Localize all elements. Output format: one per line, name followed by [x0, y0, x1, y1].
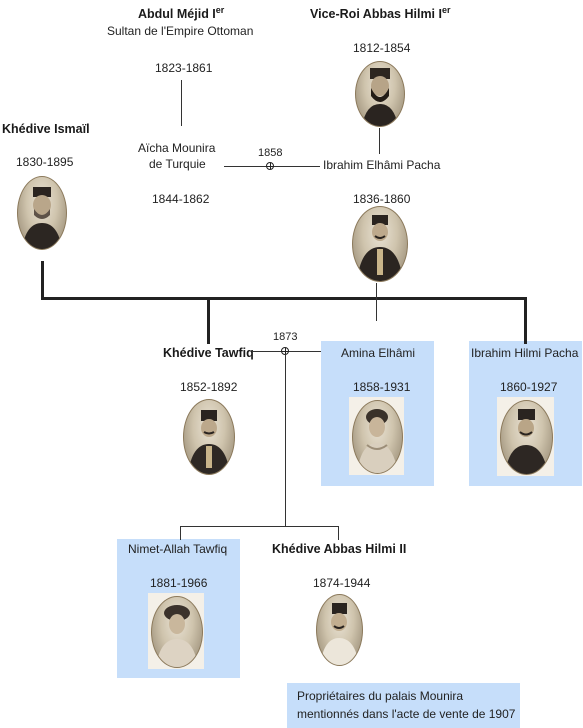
- aicha-name-line2: de Turquie: [149, 157, 206, 171]
- ismail-name: Khédive Ismaïl: [2, 122, 90, 136]
- abdul-mejid-title: Sultan de l'Empire Ottoman: [107, 24, 254, 38]
- aicha-name-line1: Aïcha Mounira: [138, 141, 216, 155]
- ibrahim-hilmi-name: Ibrahim Hilmi Pacha: [471, 346, 579, 360]
- aicha-dates: 1844-1862: [152, 192, 210, 206]
- line-children-bar: [180, 526, 339, 527]
- abbas-hilmi-ii-name: Khédive Abbas Hilmi II: [272, 542, 407, 556]
- legend-box: [287, 683, 520, 728]
- line-abdul-to-aicha: [181, 80, 182, 126]
- amina-portrait: [352, 400, 403, 474]
- abdul-mejid-name: Abdul Méjid Ier: [138, 5, 224, 21]
- line-abbas-to-ibrahim: [379, 128, 380, 154]
- line-elhami-to-amina: [376, 283, 377, 321]
- nimet-name: Nimet-Allah Tawfiq: [128, 542, 228, 556]
- ismail-dates: 1830-1895: [16, 155, 74, 169]
- legend-line1: Propriétaires du palais Mounira: [297, 689, 464, 703]
- nimet-dates: 1881-1966: [150, 576, 208, 590]
- abbas-hilmi-i-dates: 1812-1854: [353, 41, 411, 55]
- ibrahim-elhami-portrait: [352, 206, 408, 282]
- line-ismail-children-bar: [41, 297, 527, 300]
- abbas-hilmi-i-portrait: [355, 61, 405, 127]
- marriage-symbol-1858: [266, 162, 274, 170]
- abdul-mejid-name-text: Abdul Méjid I: [138, 7, 216, 22]
- abbas-hilmi-ii-portrait: [316, 594, 363, 666]
- abbas-hilmi-ii-dates: 1874-1944: [313, 576, 371, 590]
- marriage-year-1873: 1873: [273, 331, 298, 343]
- ibrahim-hilmi-portrait: [500, 400, 553, 475]
- marriage-year-1858: 1858: [258, 147, 283, 159]
- ibrahim-elhami-name: Ibrahim Elhâmi Pacha: [323, 158, 441, 172]
- line-to-tawfiq: [207, 297, 210, 344]
- line-to-nimet: [180, 526, 181, 540]
- amina-dates: 1858-1931: [353, 380, 411, 394]
- line-to-abbas-ii: [338, 526, 339, 540]
- abdul-mejid-dates: 1823-1861: [155, 61, 213, 75]
- marriage-symbol-1873: [281, 347, 289, 355]
- tawfiq-name: Khédive Tawfiq: [163, 346, 254, 360]
- abbas-hilmi-i-name-text: Vice-Roi Abbas Hilmi I: [310, 7, 442, 22]
- line-to-ibrahim-hilmi: [524, 297, 527, 344]
- abbas-hilmi-i-name: Vice-Roi Abbas Hilmi Ier: [310, 5, 451, 21]
- ibrahim-hilmi-dates: 1860-1927: [500, 380, 558, 394]
- amina-name: Amina Elhâmi: [341, 346, 416, 360]
- tawfiq-portrait: [183, 399, 235, 475]
- legend-line2: mentionnés dans l'acte de vente de 1907: [297, 707, 516, 721]
- line-ismail-down: [41, 261, 44, 299]
- ibrahim-elhami-dates: 1836-1860: [353, 192, 411, 206]
- tawfiq-dates: 1852-1892: [180, 380, 238, 394]
- abdul-mejid-name-sup: er: [215, 5, 225, 15]
- nimet-portrait: [151, 596, 203, 668]
- abbas-hilmi-i-name-sup: er: [441, 5, 451, 15]
- line-tawfiq-children: [285, 355, 286, 526]
- ismail-portrait: [17, 176, 67, 250]
